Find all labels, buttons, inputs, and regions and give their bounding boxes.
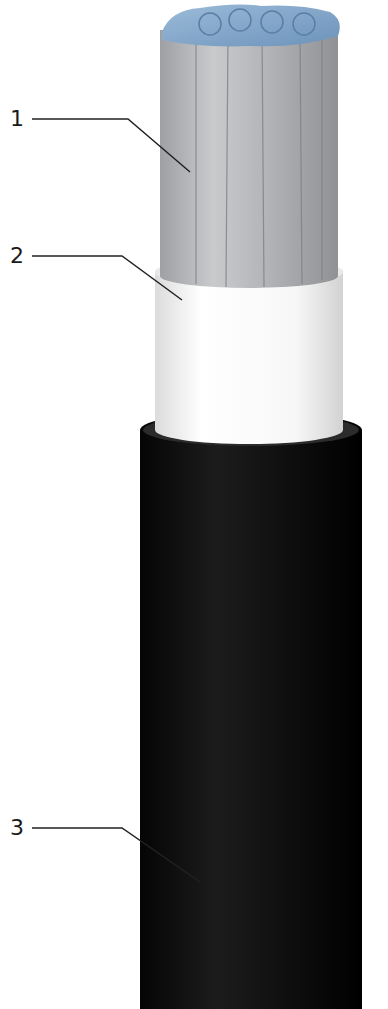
strand-ends xyxy=(199,9,315,35)
conductor-end-face xyxy=(162,4,340,46)
leader-lines xyxy=(32,119,200,882)
conductor-strands xyxy=(196,32,322,287)
callout-number: 2 xyxy=(10,245,24,267)
conductor xyxy=(160,30,338,288)
outer-sheath xyxy=(140,412,362,1009)
callout-number: 3 xyxy=(10,817,24,839)
callout-number: 1 xyxy=(10,108,24,130)
